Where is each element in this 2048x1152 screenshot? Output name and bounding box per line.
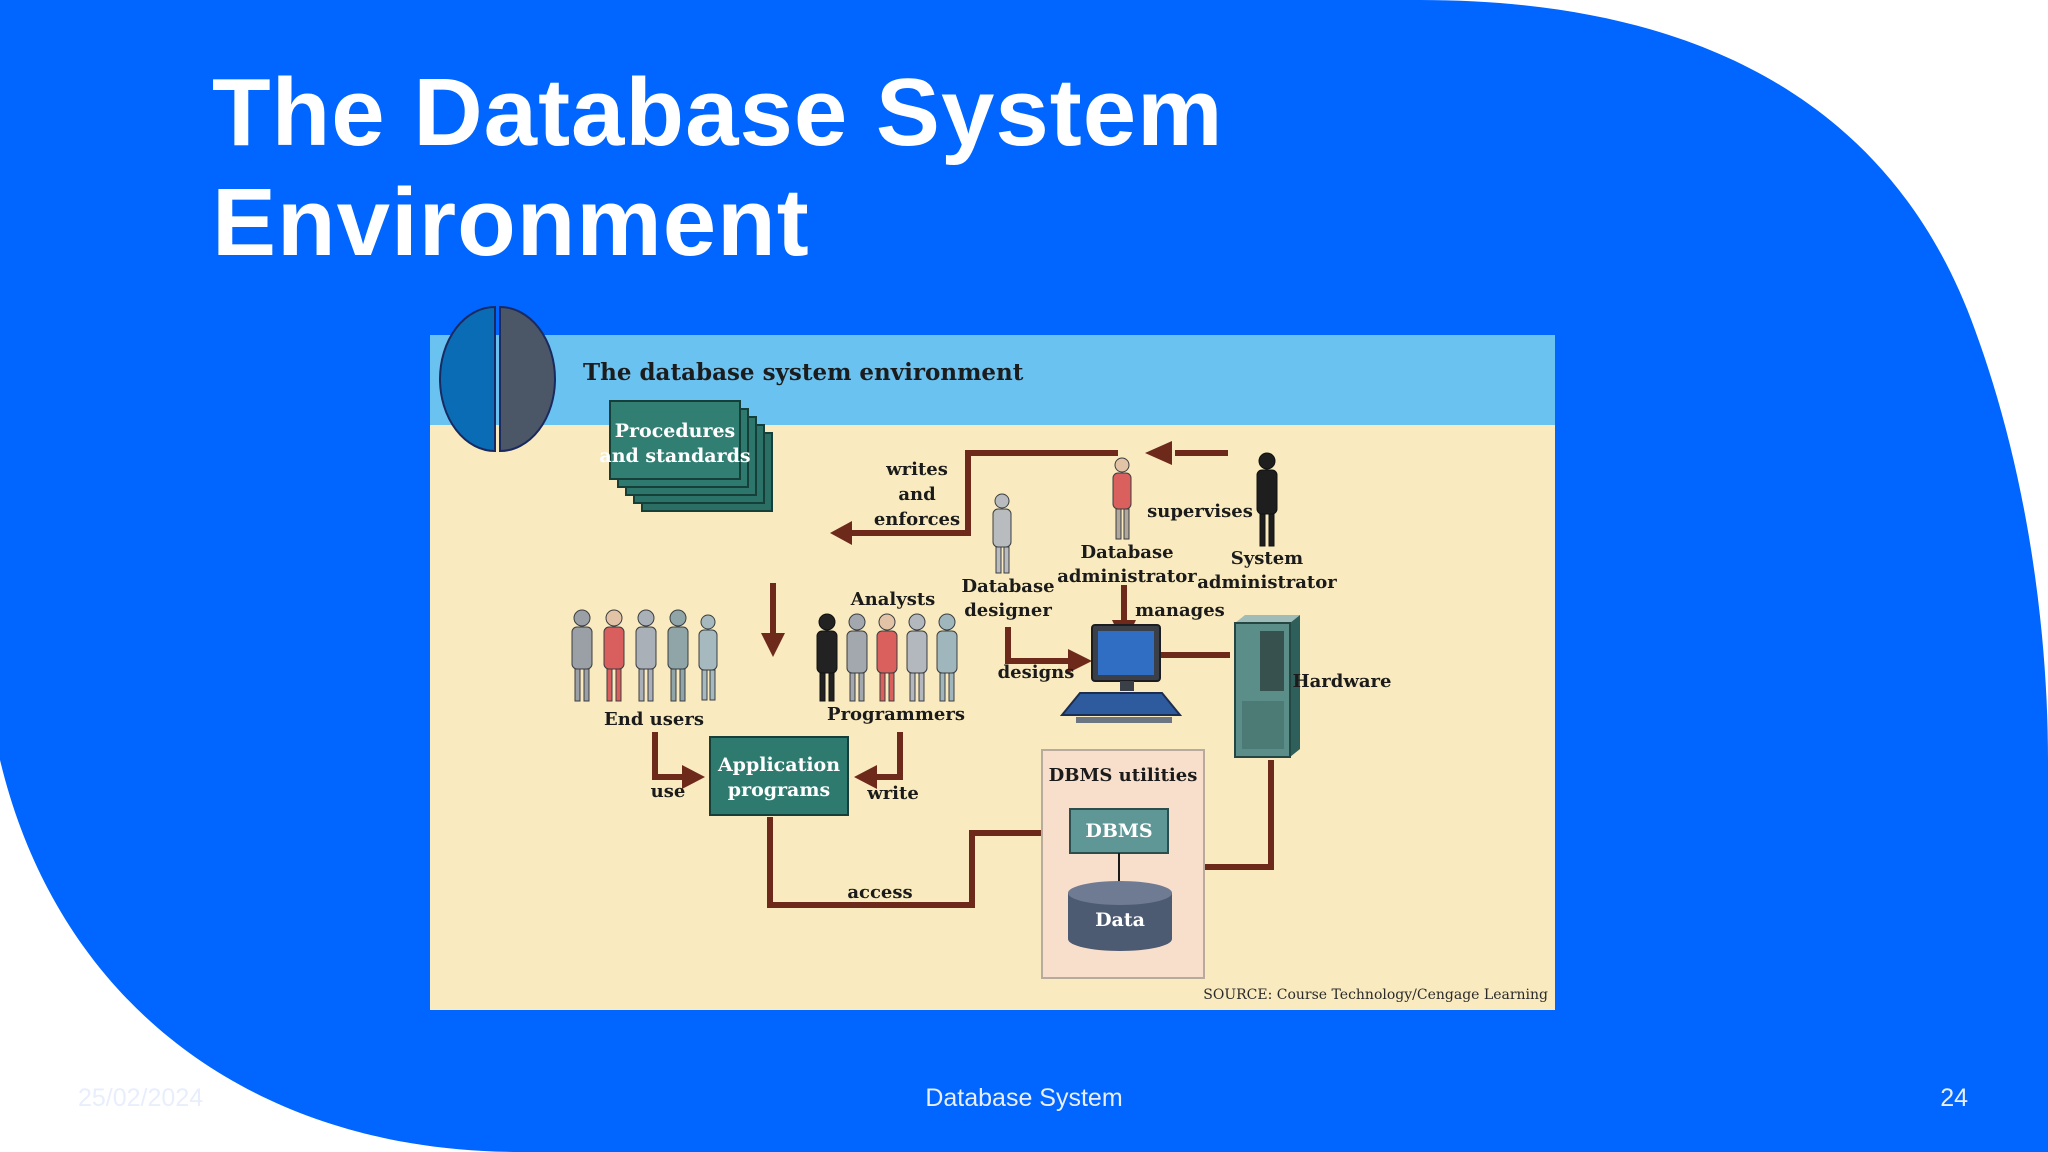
slide-title: The Database System Environment bbox=[212, 58, 1223, 278]
end-users-group-icon bbox=[571, 609, 718, 702]
dba-label-line-1: Database bbox=[1080, 542, 1173, 563]
page-number: 24 bbox=[1940, 1084, 1968, 1112]
application-line-1: Application bbox=[717, 754, 840, 776]
footer-date: 25/02/2024 bbox=[78, 1084, 204, 1112]
writes-label: writes bbox=[885, 459, 948, 480]
database-administrator-figure-icon bbox=[1112, 457, 1132, 540]
end-users-label: End users bbox=[604, 709, 704, 730]
enforces-label: enforces bbox=[874, 509, 960, 530]
analysts-label: Analysts bbox=[850, 589, 936, 610]
title-line-2: Environment bbox=[212, 169, 810, 276]
procedures-line-1: Procedures bbox=[615, 420, 736, 442]
application-programs-box: Application programs bbox=[709, 736, 849, 816]
sysadmin-label-line-2: administrator bbox=[1197, 572, 1337, 593]
computer-icon bbox=[1059, 624, 1183, 723]
application-line-2: programs bbox=[728, 779, 830, 801]
manages-label: manages bbox=[1135, 600, 1225, 621]
programmers-label: Programmers bbox=[827, 704, 965, 725]
use-label: use bbox=[651, 781, 686, 802]
database-environment-diagram: The database system environment Procedur… bbox=[430, 305, 1555, 1010]
designer-label-line-1: Database bbox=[961, 576, 1054, 597]
circle-badge-icon bbox=[439, 305, 556, 453]
title-line-1: The Database System bbox=[212, 59, 1224, 166]
write-label: write bbox=[866, 783, 919, 804]
figure-title: The database system environment bbox=[583, 359, 1024, 386]
hardware-label: Hardware bbox=[1293, 671, 1392, 692]
dbms-label: DBMS bbox=[1085, 820, 1152, 842]
dba-label-line-2: administrator bbox=[1057, 566, 1197, 587]
sysadmin-label-line-1: System bbox=[1231, 548, 1303, 569]
database-cylinder-icon bbox=[1068, 881, 1172, 951]
access-label: access bbox=[847, 882, 912, 903]
and-label: and bbox=[898, 484, 936, 505]
supervises-label: supervises bbox=[1147, 501, 1253, 522]
procedures-line-2: and standards bbox=[599, 445, 750, 467]
source-credit: SOURCE: Course Technology/Cengage Learni… bbox=[1203, 987, 1548, 1003]
hardware-server-icon bbox=[1234, 615, 1300, 758]
footer-title: Database System bbox=[925, 1084, 1123, 1112]
procedures-box: Procedures and standards bbox=[599, 400, 773, 512]
dbms-utilities-label: DBMS utilities bbox=[1049, 765, 1198, 786]
dbms-utilities-panel bbox=[1041, 749, 1205, 979]
designs-label: designs bbox=[998, 662, 1075, 683]
database-designer-figure-icon bbox=[992, 493, 1012, 574]
system-administrator-figure-icon bbox=[1256, 452, 1278, 547]
data-label: Data bbox=[1095, 909, 1145, 931]
analysts-programmers-group-icon bbox=[816, 613, 958, 702]
designer-label-line-2: designer bbox=[964, 600, 1052, 621]
